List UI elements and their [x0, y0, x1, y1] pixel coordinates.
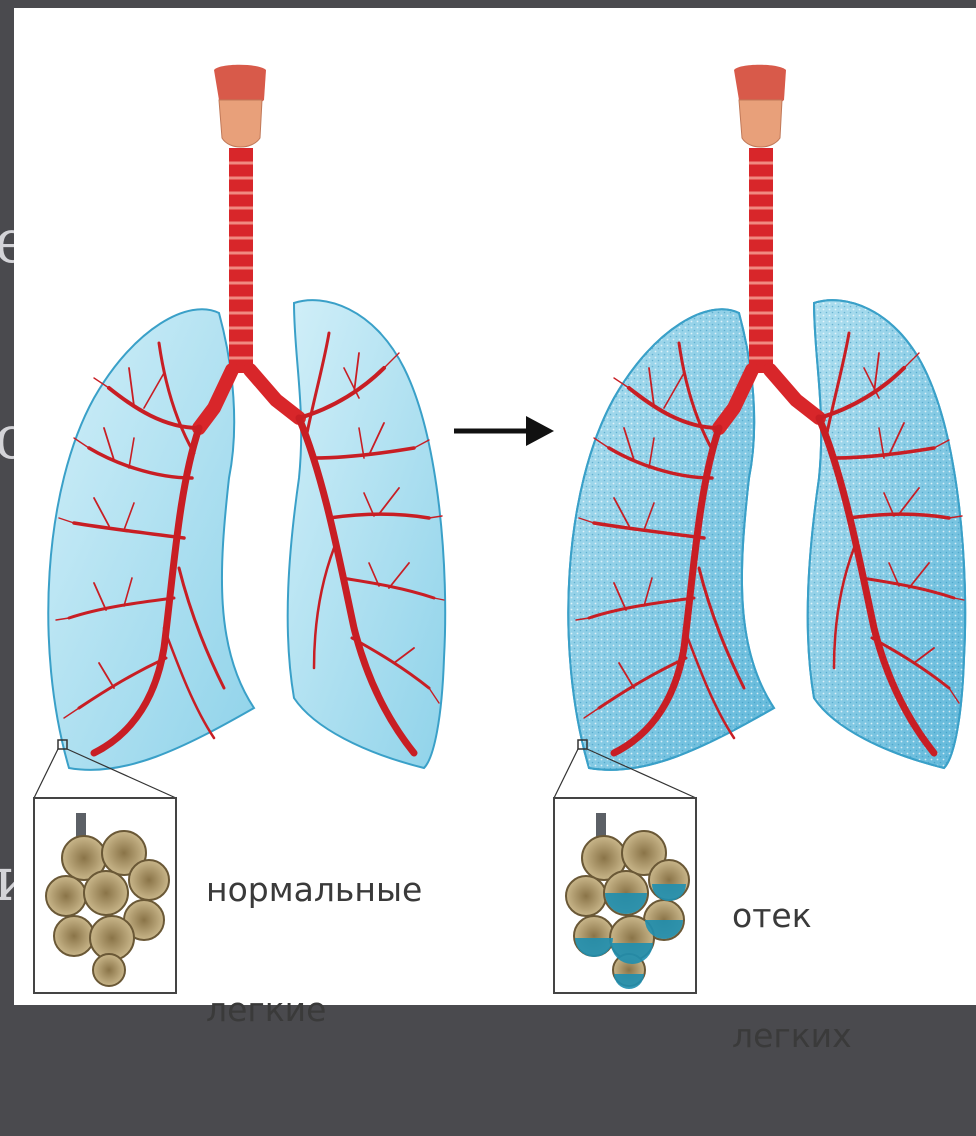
normal-lungs-caption: нормальные легкие [206, 790, 422, 1110]
slide: е о и [0, 0, 976, 1005]
arrow-right-icon [454, 416, 554, 446]
edema-lungs-caption: отек легких [732, 816, 852, 1136]
edema-alveoli-inset [554, 798, 696, 993]
normal-caption-line-2: легкие [206, 990, 422, 1030]
normal-caption-line-1: нормальные [206, 870, 422, 910]
illustration-panel: нормальные легкие отек легких [14, 8, 976, 1005]
normal-alveoli-inset [34, 798, 176, 993]
edema-caption-line-2: легких [732, 1016, 852, 1056]
edema-caption-line-1: отек [732, 896, 852, 936]
